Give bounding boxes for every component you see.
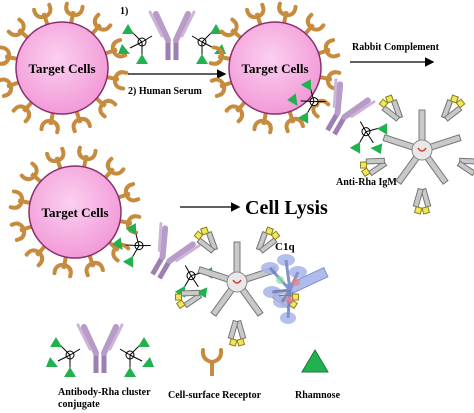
receptor: [52, 256, 73, 279]
cell-body: [28, 165, 122, 259]
legend-conjugate-icon: [46, 325, 154, 377]
receptor: [0, 45, 18, 66]
receptor: [77, 145, 98, 168]
receptor: [90, 12, 113, 35]
step2-label: 2) Human Serum: [128, 86, 203, 97]
receptor: [208, 45, 231, 66]
receptor: [319, 70, 342, 91]
target-cell-bottom: Target Cells: [8, 145, 142, 279]
receptor: [303, 12, 326, 35]
rabbit-complement-label: Rabbit Complement: [352, 42, 440, 53]
receptor: [8, 189, 31, 210]
anti-rha-igm-label: Anti-Rha IgM: [336, 177, 397, 188]
receptor: [19, 161, 42, 184]
receptor: [252, 112, 273, 135]
receptor: [6, 17, 29, 40]
cell-label: Target Cells: [241, 61, 308, 76]
antibody-conjugate-step1: [118, 12, 226, 64]
receptor: [277, 1, 298, 24]
legend-receptor-icon: [200, 348, 224, 376]
legend-rhamnose-icon: [301, 349, 329, 373]
legend-receptor-label: Cell-surface Receptor: [168, 390, 262, 401]
receptor: [95, 96, 118, 119]
receptor: [11, 101, 34, 124]
receptor: [64, 1, 85, 24]
c1q-complex: [261, 254, 329, 324]
receptor: [84, 254, 105, 278]
cell-lysis-label: Cell Lysis: [245, 197, 328, 219]
receptor: [219, 17, 242, 40]
cell-body: [228, 21, 322, 115]
receptor-ring: [0, 1, 129, 135]
receptor: [104, 38, 128, 59]
receptor: [71, 110, 92, 134]
receptor: [9, 221, 33, 242]
target-cell-top-left: Target Cells: [0, 1, 129, 135]
igm-pentamer-top: [359, 95, 474, 216]
receptor-ring: [8, 145, 142, 279]
receptor: [103, 156, 126, 179]
legend: Antibody-Rha cluster conjugate Cell-surf…: [46, 325, 341, 410]
step1-label: 1): [120, 6, 128, 17]
receptor: [317, 38, 341, 59]
receptor: [284, 110, 305, 134]
cell-body: [15, 21, 109, 115]
receptor: [245, 2, 266, 26]
receptor: [117, 182, 141, 203]
receptor: [108, 240, 131, 263]
receptor: [39, 112, 60, 135]
receptor: [24, 245, 47, 268]
legend-conjugate-line1: Antibody-Rha cluster: [58, 387, 151, 398]
legend-rhamnose-label: Rhamnose: [295, 390, 341, 401]
cell-label: Target Cells: [28, 61, 95, 76]
receptor: [0, 77, 20, 98]
target-cell-top-right: Target Cells: [208, 1, 342, 135]
legend-conjugate-line2: conjugate: [58, 399, 100, 410]
receptor: [224, 101, 247, 124]
cell-label: Target Cells: [41, 205, 108, 220]
c1q-label: C1q: [275, 241, 295, 253]
receptor: [45, 146, 66, 170]
receptor: [106, 70, 129, 91]
receptor: [32, 2, 53, 26]
receptor: [209, 77, 233, 98]
